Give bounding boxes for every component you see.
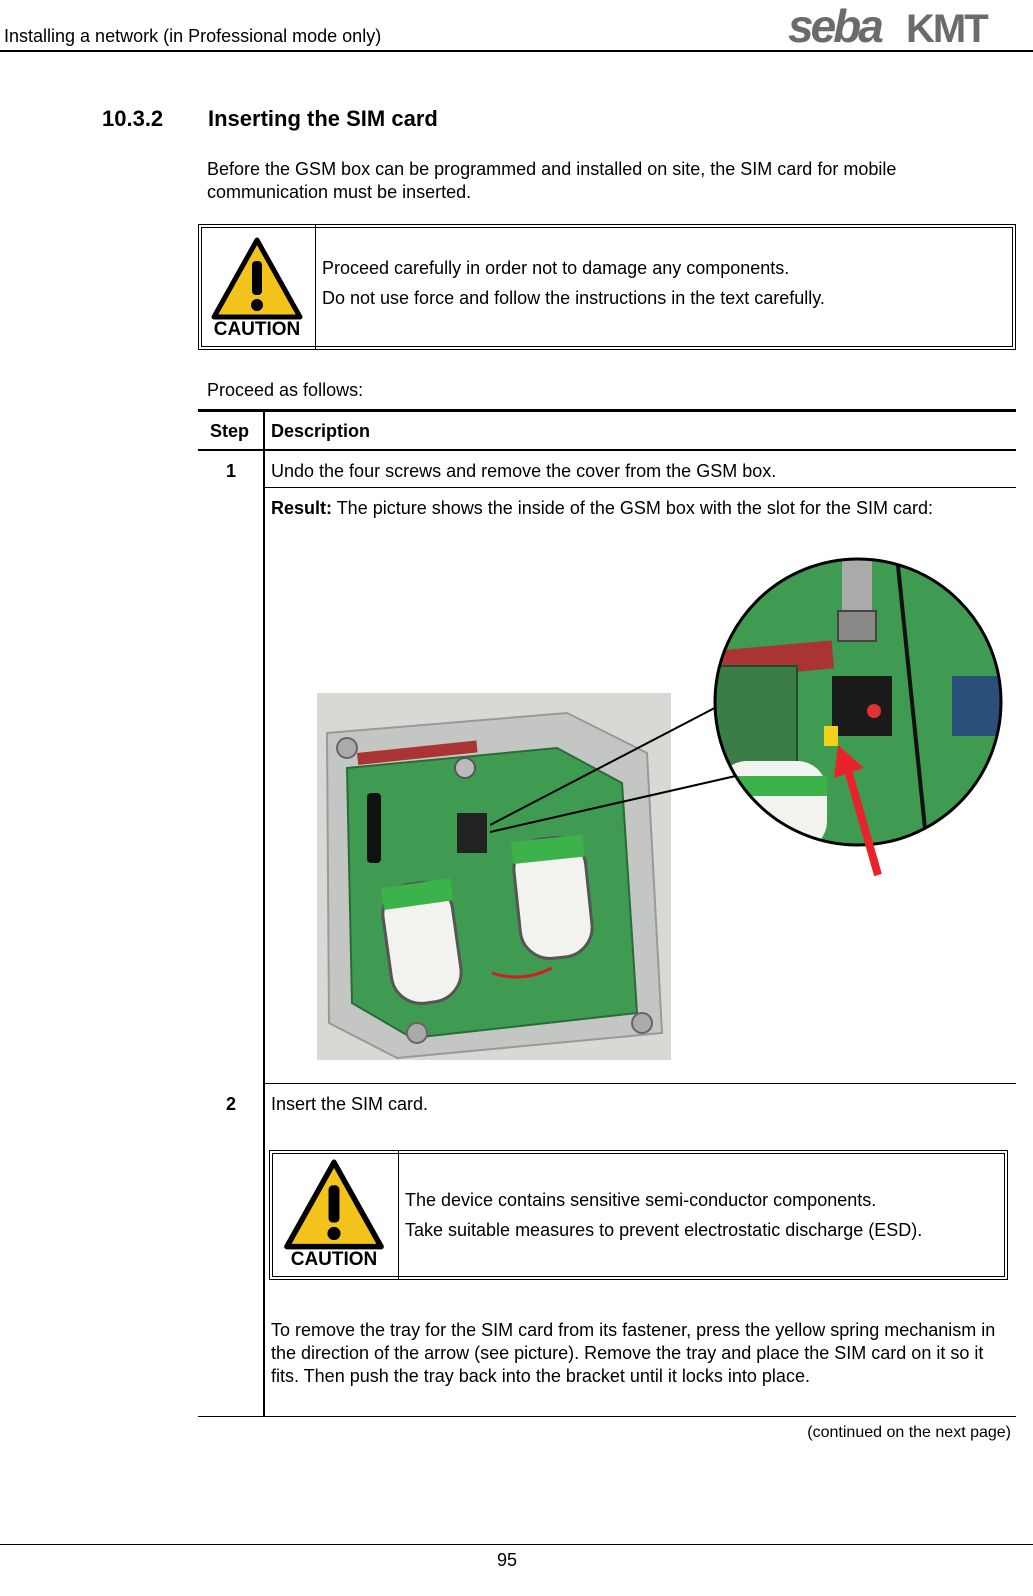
gsm-box-photo bbox=[317, 693, 671, 1060]
table-bottom-rule bbox=[198, 1416, 1016, 1417]
sebakmt-logo: seba KMT bbox=[788, 4, 990, 48]
footer-rule bbox=[0, 1544, 1033, 1545]
proceed-label: Proceed as follows: bbox=[207, 380, 364, 400]
table-column-divider bbox=[263, 411, 265, 1417]
step-2-text: Insert the SIM card. bbox=[271, 1094, 429, 1114]
result-label: Result: bbox=[271, 498, 333, 518]
header-title: Installing a network (in Professional mo… bbox=[4, 26, 382, 46]
step-1-number: 1 bbox=[226, 461, 237, 481]
section-number: 10.3.2 bbox=[102, 106, 164, 131]
step-2-caution-box: CAUTION The device contains sensitive se… bbox=[269, 1150, 1008, 1280]
svg-text:seba: seba bbox=[788, 4, 883, 48]
step-2-body: To remove the tray for the SIM card from… bbox=[271, 1320, 996, 1386]
step-1-result: Result: The picture shows the inside of … bbox=[271, 497, 991, 520]
caution-icon-cell: CAUTION bbox=[270, 1151, 399, 1279]
warning-triangle-icon bbox=[284, 1159, 384, 1250]
caution-icon-cell: CAUTION bbox=[199, 225, 316, 349]
caution-label: CAUTION bbox=[213, 319, 301, 340]
zoom-connector-lines bbox=[490, 700, 741, 833]
caution-box: CAUTION Proceed carefully in order not t… bbox=[198, 224, 1016, 350]
caution-text: The device contains sensitive semi-condu… bbox=[399, 1151, 1007, 1279]
caution-line-2: Take suitable measures to prevent electr… bbox=[405, 1220, 923, 1240]
warning-triangle-icon bbox=[211, 237, 303, 320]
continued-note: (continued on the next page) bbox=[807, 1424, 1011, 1441]
section-title: Inserting the SIM card bbox=[208, 106, 438, 131]
page-number: 95 bbox=[497, 1550, 518, 1570]
caution-line-1: The device contains sensitive semi-condu… bbox=[405, 1190, 877, 1210]
result-text: The picture shows the inside of the GSM … bbox=[332, 498, 933, 518]
intro-paragraph: Before the GSM box can be programmed and… bbox=[207, 159, 897, 202]
header-rule bbox=[0, 50, 1033, 52]
table-header-rule bbox=[198, 449, 1016, 451]
step-1-bottom-rule bbox=[264, 1083, 1016, 1084]
red-arrow-icon bbox=[834, 745, 882, 877]
step-1-text: Undo the four screws and remove the cove… bbox=[271, 461, 777, 481]
caution-text: Proceed carefully in order not to damage… bbox=[316, 225, 1015, 349]
sim-slot-zoom-photo bbox=[713, 557, 1003, 847]
step-1-row-rule bbox=[264, 487, 1016, 488]
svg-text:KMT: KMT bbox=[906, 7, 988, 48]
column-header-description: Description bbox=[271, 421, 371, 441]
caution-line-2: Do not use force and follow the instruct… bbox=[322, 288, 825, 308]
column-header-step: Step bbox=[210, 421, 250, 441]
caution-label: CAUTION bbox=[290, 1249, 378, 1270]
caution-line-1: Proceed carefully in order not to damage… bbox=[322, 258, 790, 278]
step-2-number: 2 bbox=[226, 1094, 237, 1114]
table-top-rule bbox=[198, 409, 1016, 412]
